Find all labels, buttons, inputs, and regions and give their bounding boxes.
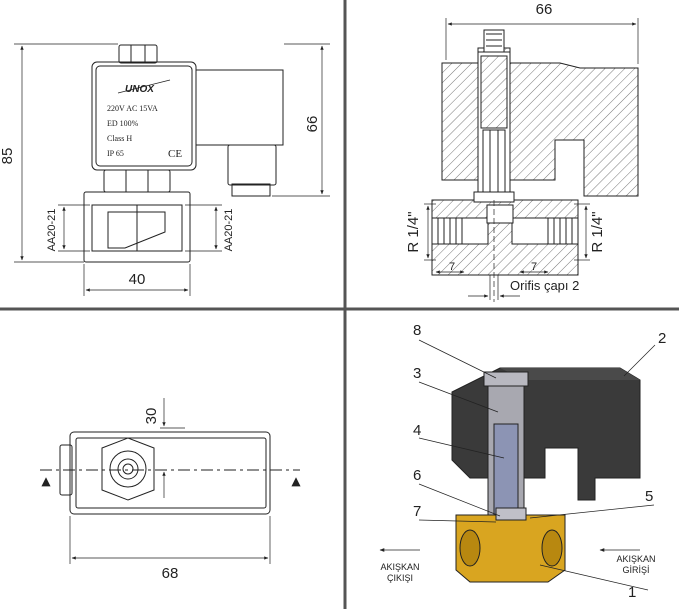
port-right-label: R 1/4" (589, 211, 606, 252)
dim-length-68: 68 (162, 565, 179, 582)
callout-4: 4 (413, 422, 421, 439)
callout-2: 2 (658, 330, 666, 347)
callout-3: 3 (413, 365, 421, 382)
dim-top-width: 66 (536, 1, 553, 18)
callout-5: 5 (645, 488, 653, 505)
top-view (40, 431, 300, 515)
orifice-label: Orifis çapı 2 (510, 278, 579, 293)
dim-height-total: 85 (0, 148, 16, 165)
dim-thread-left: AA20-21 (46, 209, 58, 252)
dim-body-width: 40 (129, 271, 146, 288)
callout-1: 1 (628, 584, 636, 601)
depth-right-label: 7 (531, 261, 537, 273)
brand-logo: UNOX (125, 84, 155, 95)
exploded-view (451, 367, 641, 583)
plate-line-voltage: 220V AC 15VA (107, 104, 158, 113)
flow-in-line1: AKIŞKAN (616, 554, 655, 564)
flow-indicators: AKIŞKAN ÇIKIŞI AKIŞKAN GİRİŞİ (379, 548, 656, 583)
flow-out-line1: AKIŞKAN (380, 562, 419, 572)
callout-8: 8 (413, 322, 421, 339)
flow-in-line2: GİRİŞİ (622, 565, 649, 575)
dim-thread-right: AA20-21 (223, 209, 235, 252)
section-view (431, 29, 639, 276)
dim-coil-height: 66 (304, 116, 321, 133)
dim-width-30: 30 (143, 408, 160, 425)
flow-out-line2: ÇIKIŞI (387, 573, 413, 583)
front-view (83, 44, 284, 263)
plate-line-class: Class H (107, 134, 132, 143)
callout-labels: 1 2 3 4 5 6 7 8 (413, 322, 666, 601)
brass-body-part (455, 514, 566, 583)
callout-leaders (418, 339, 656, 591)
ce-mark: CE (168, 148, 182, 160)
plate-line-duty: ED 100% (107, 119, 139, 128)
logo-swoosh (117, 79, 171, 94)
callout-6: 6 (413, 467, 421, 484)
front-dimensions (14, 43, 330, 296)
depth-left-label: 7 (449, 261, 455, 273)
coil-part (451, 367, 641, 501)
nameplate: UNOX 220V AC 15VA ED 100% Class H IP 65 … (107, 79, 182, 160)
top-view-dimensions (41, 398, 301, 564)
plate-line-ip: IP 65 (107, 149, 124, 158)
callout-7: 7 (413, 503, 421, 520)
port-left-label: R 1/4" (405, 211, 422, 252)
plunger-part (493, 423, 519, 521)
section-dimensions (424, 18, 639, 302)
